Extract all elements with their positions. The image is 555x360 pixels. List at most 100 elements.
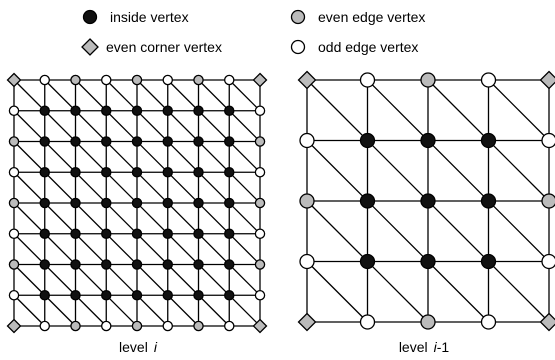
inside-vertex — [39, 259, 51, 270]
odd-edge-vertex — [299, 132, 315, 149]
odd-edge-vertex — [541, 132, 555, 149]
legend-label-even-corner: even corner vertex — [106, 39, 222, 55]
even-edge-vertex — [131, 74, 143, 86]
diagonal-line — [13, 110, 230, 327]
even-edge-vertex — [70, 320, 81, 332]
inside-vertex — [39, 197, 51, 209]
inside-vertex — [480, 253, 497, 270]
inside-vertex — [131, 197, 143, 209]
inside-vertex — [70, 105, 81, 117]
odd-edge-vertex — [359, 72, 376, 88]
even-edge-vertex — [254, 136, 266, 147]
inside-vertex — [359, 132, 376, 149]
inside-vertex — [70, 259, 81, 270]
caption-level-i-minus-1-suffix: -1 — [437, 339, 450, 355]
caption-level-i-italic: i — [154, 339, 158, 355]
inside-vertex — [359, 193, 376, 209]
odd-edge-vertex — [254, 228, 266, 239]
even-edge-vertex — [193, 320, 204, 332]
inside-vertex — [39, 105, 51, 117]
even-edge-vertex — [8, 136, 20, 147]
inside-vertex — [162, 228, 173, 239]
inside-vertex — [131, 166, 143, 178]
odd-edge-vertex — [254, 166, 266, 178]
inside-vertex — [223, 289, 235, 301]
diagonal-line — [228, 79, 261, 112]
inside-vertex — [480, 193, 497, 209]
odd-edge-vertex — [8, 105, 20, 117]
inside-vertex — [101, 259, 112, 270]
inside-vertex-icon — [82, 9, 98, 25]
even-edge-vertex — [131, 320, 143, 332]
even-edge-vertex-icon — [290, 9, 306, 25]
inside-vertex — [70, 289, 81, 301]
inside-vertex — [39, 289, 51, 301]
inside-vertex — [162, 259, 173, 270]
diagonal-line — [488, 79, 550, 141]
inside-vertex — [223, 105, 235, 117]
odd-edge-vertex — [254, 105, 266, 117]
odd-edge-vertex — [8, 289, 20, 301]
inside-vertex — [193, 259, 204, 270]
even-edge-vertex — [299, 193, 315, 209]
legend-item-odd-edge: odd edge vertex — [290, 39, 418, 55]
diagonal-line — [167, 79, 261, 173]
even-corner-vertex — [252, 318, 268, 334]
inside-vertex — [162, 136, 173, 147]
inside-vertex — [39, 166, 51, 178]
even-corner-vertex — [6, 318, 22, 334]
odd-edge-vertex — [162, 320, 173, 332]
inside-vertex — [101, 136, 112, 147]
diagonal-line — [13, 294, 46, 327]
even-corner-vertex — [297, 70, 317, 90]
inside-vertex — [101, 197, 112, 209]
even-corner-vertex-icon — [81, 38, 99, 56]
even-edge-vertex — [541, 193, 555, 209]
odd-edge-vertex — [299, 253, 315, 270]
even-edge-vertex — [8, 197, 20, 209]
inside-vertex — [193, 228, 204, 239]
even-edge-vertex — [420, 72, 436, 88]
inside-vertex — [223, 228, 235, 239]
inside-vertex — [70, 166, 81, 178]
legend-item-inside: inside vertex — [82, 9, 189, 25]
even-edge-vertex — [193, 74, 204, 86]
mesh-vertices — [6, 72, 268, 334]
inside-vertex — [131, 105, 143, 117]
odd-edge-vertex — [162, 74, 173, 86]
inside-vertex — [193, 166, 204, 178]
legend-label-even-edge: even edge vertex — [318, 9, 425, 25]
inside-vertex — [101, 289, 112, 301]
even-corner-vertex — [252, 72, 268, 88]
odd-edge-vertex — [359, 314, 376, 330]
inside-vertex — [193, 289, 204, 301]
inside-vertex — [223, 136, 235, 147]
inside-vertex — [101, 228, 112, 239]
even-edge-vertex — [254, 197, 266, 209]
inside-vertex — [101, 166, 112, 178]
inside-vertex — [131, 259, 143, 270]
odd-edge-vertex — [39, 74, 51, 86]
legend-item-even-corner: even corner vertex — [81, 38, 222, 56]
odd-edge-vertex-icon — [290, 39, 306, 55]
inside-vertex — [39, 136, 51, 147]
inside-vertex — [131, 289, 143, 301]
odd-edge-vertex — [223, 74, 235, 86]
inside-vertex — [420, 253, 436, 270]
inside-vertex — [162, 197, 173, 209]
even-corner-vertex — [297, 312, 317, 332]
inside-vertex — [70, 228, 81, 239]
diagonal-line — [306, 261, 368, 323]
inside-vertex — [162, 289, 173, 301]
inside-vertex — [223, 197, 235, 209]
inside-vertex — [359, 253, 376, 270]
inside-vertex — [193, 197, 204, 209]
odd-edge-vertex — [8, 166, 20, 178]
caption-level-i-prefix: level — [119, 339, 148, 355]
inside-vertex — [480, 132, 497, 149]
odd-edge-vertex — [480, 72, 497, 88]
inside-vertex — [162, 105, 173, 117]
caption-level-i-minus-1-prefix: level — [399, 339, 428, 355]
inside-vertex — [39, 228, 51, 239]
